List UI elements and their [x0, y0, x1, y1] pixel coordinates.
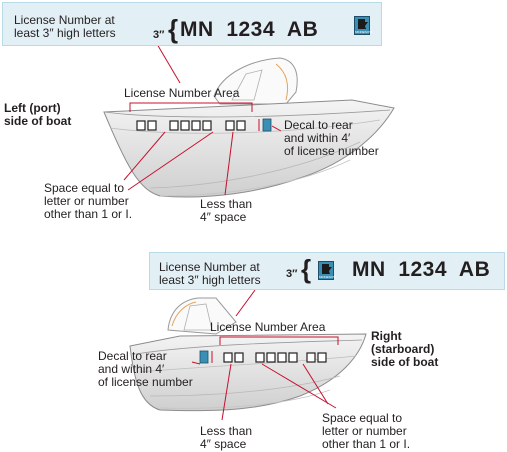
top-plate-decal: MINNESOTA	[354, 16, 373, 35]
top-hull-decal	[262, 118, 272, 132]
minnesota-state-icon	[322, 264, 332, 274]
top-box-label-line2: least 3″ high letters	[14, 26, 116, 40]
bottom-decal-note-line2: and within 4′	[98, 362, 165, 376]
bottom-box-label-line1: License Number at	[159, 260, 260, 274]
top-space-note: Space equal to letter or number other th…	[44, 182, 132, 221]
bottom-plate-text: MN 1234 AB	[352, 258, 491, 281]
top-brace: {	[168, 14, 179, 44]
top-height-mark: 3″	[153, 29, 165, 41]
bottom-pointer-lines	[191, 289, 337, 421]
bottom-license-area-label: License Number Area	[210, 320, 326, 334]
bottom-decal-note-line3: of license number	[98, 375, 193, 389]
bottom-side-line1: Right	[371, 329, 402, 343]
top-space-line3: other than 1 or I.	[44, 207, 133, 221]
top-decal-note-line1: Decal to rear	[284, 118, 353, 132]
top-decal-note-line3: of license number	[284, 144, 379, 158]
top-less-note: Less than 4″ space	[200, 198, 252, 224]
bottom-boat	[129, 289, 367, 421]
bottom-brace: {	[301, 254, 312, 284]
bottom-plate-decal: MINNESOTA	[318, 261, 337, 280]
top-pointer-lines	[123, 43, 282, 196]
top-side-label: Left (port) side of boat	[4, 102, 71, 128]
top-box-label: License Number at least 3″ high letters	[14, 14, 116, 40]
top-box-label-line1: License Number at	[14, 13, 115, 27]
bottom-side-line3: side of boat	[371, 355, 439, 369]
bottom-less-line1: Less than	[200, 424, 253, 438]
bottom-side-label: Right (starboard) side of boat	[371, 330, 438, 369]
minnesota-state-icon	[358, 19, 368, 29]
top-space-line2: letter or number	[44, 194, 129, 208]
bottom-decal-note-line1: Decal to rear	[98, 349, 167, 363]
bottom-space-line1: Space equal to	[322, 411, 403, 425]
top-side-line1: Left (port)	[4, 101, 61, 115]
top-less-line1: Less than	[200, 197, 253, 211]
bottom-license-squares	[223, 352, 327, 363]
top-side-line2: side of boat	[4, 114, 72, 128]
top-boat-windshield	[213, 57, 298, 105]
top-license-squares	[136, 120, 246, 131]
top-space-line1: Space equal to	[44, 181, 125, 195]
bottom-box-label: License Number at least 3″ high letters	[159, 261, 261, 287]
bottom-hull-decal	[199, 350, 209, 364]
top-plate-text: MN 1234 AB	[180, 18, 319, 41]
top-less-line2: 4″ space	[200, 210, 247, 224]
bottom-side-line2: (starboard)	[371, 342, 435, 356]
bottom-less-note: Less than 4″ space	[200, 425, 252, 451]
bottom-height-mark: 3″	[286, 268, 298, 280]
bottom-decal-text: MINNESOTA	[319, 275, 337, 279]
top-boat	[103, 43, 395, 198]
bottom-space-line2: letter or number	[322, 424, 407, 438]
top-license-area-label: License Number Area	[124, 86, 240, 100]
top-callout-box	[2, 2, 382, 46]
top-decal-text: MINNESOTA	[355, 30, 373, 34]
bottom-box-label-line2: least 3″ high letters	[159, 273, 261, 287]
bottom-decal-note: Decal to rear and within 4′ of license n…	[98, 350, 193, 389]
bottom-space-line3: other than 1 or I.	[322, 437, 411, 451]
bottom-space-note: Space equal to letter or number other th…	[322, 412, 410, 451]
top-decal-note: Decal to rear and within 4′ of license n…	[284, 119, 379, 158]
top-decal-note-line2: and within 4′	[284, 131, 351, 145]
bottom-less-line2: 4″ space	[200, 437, 247, 451]
